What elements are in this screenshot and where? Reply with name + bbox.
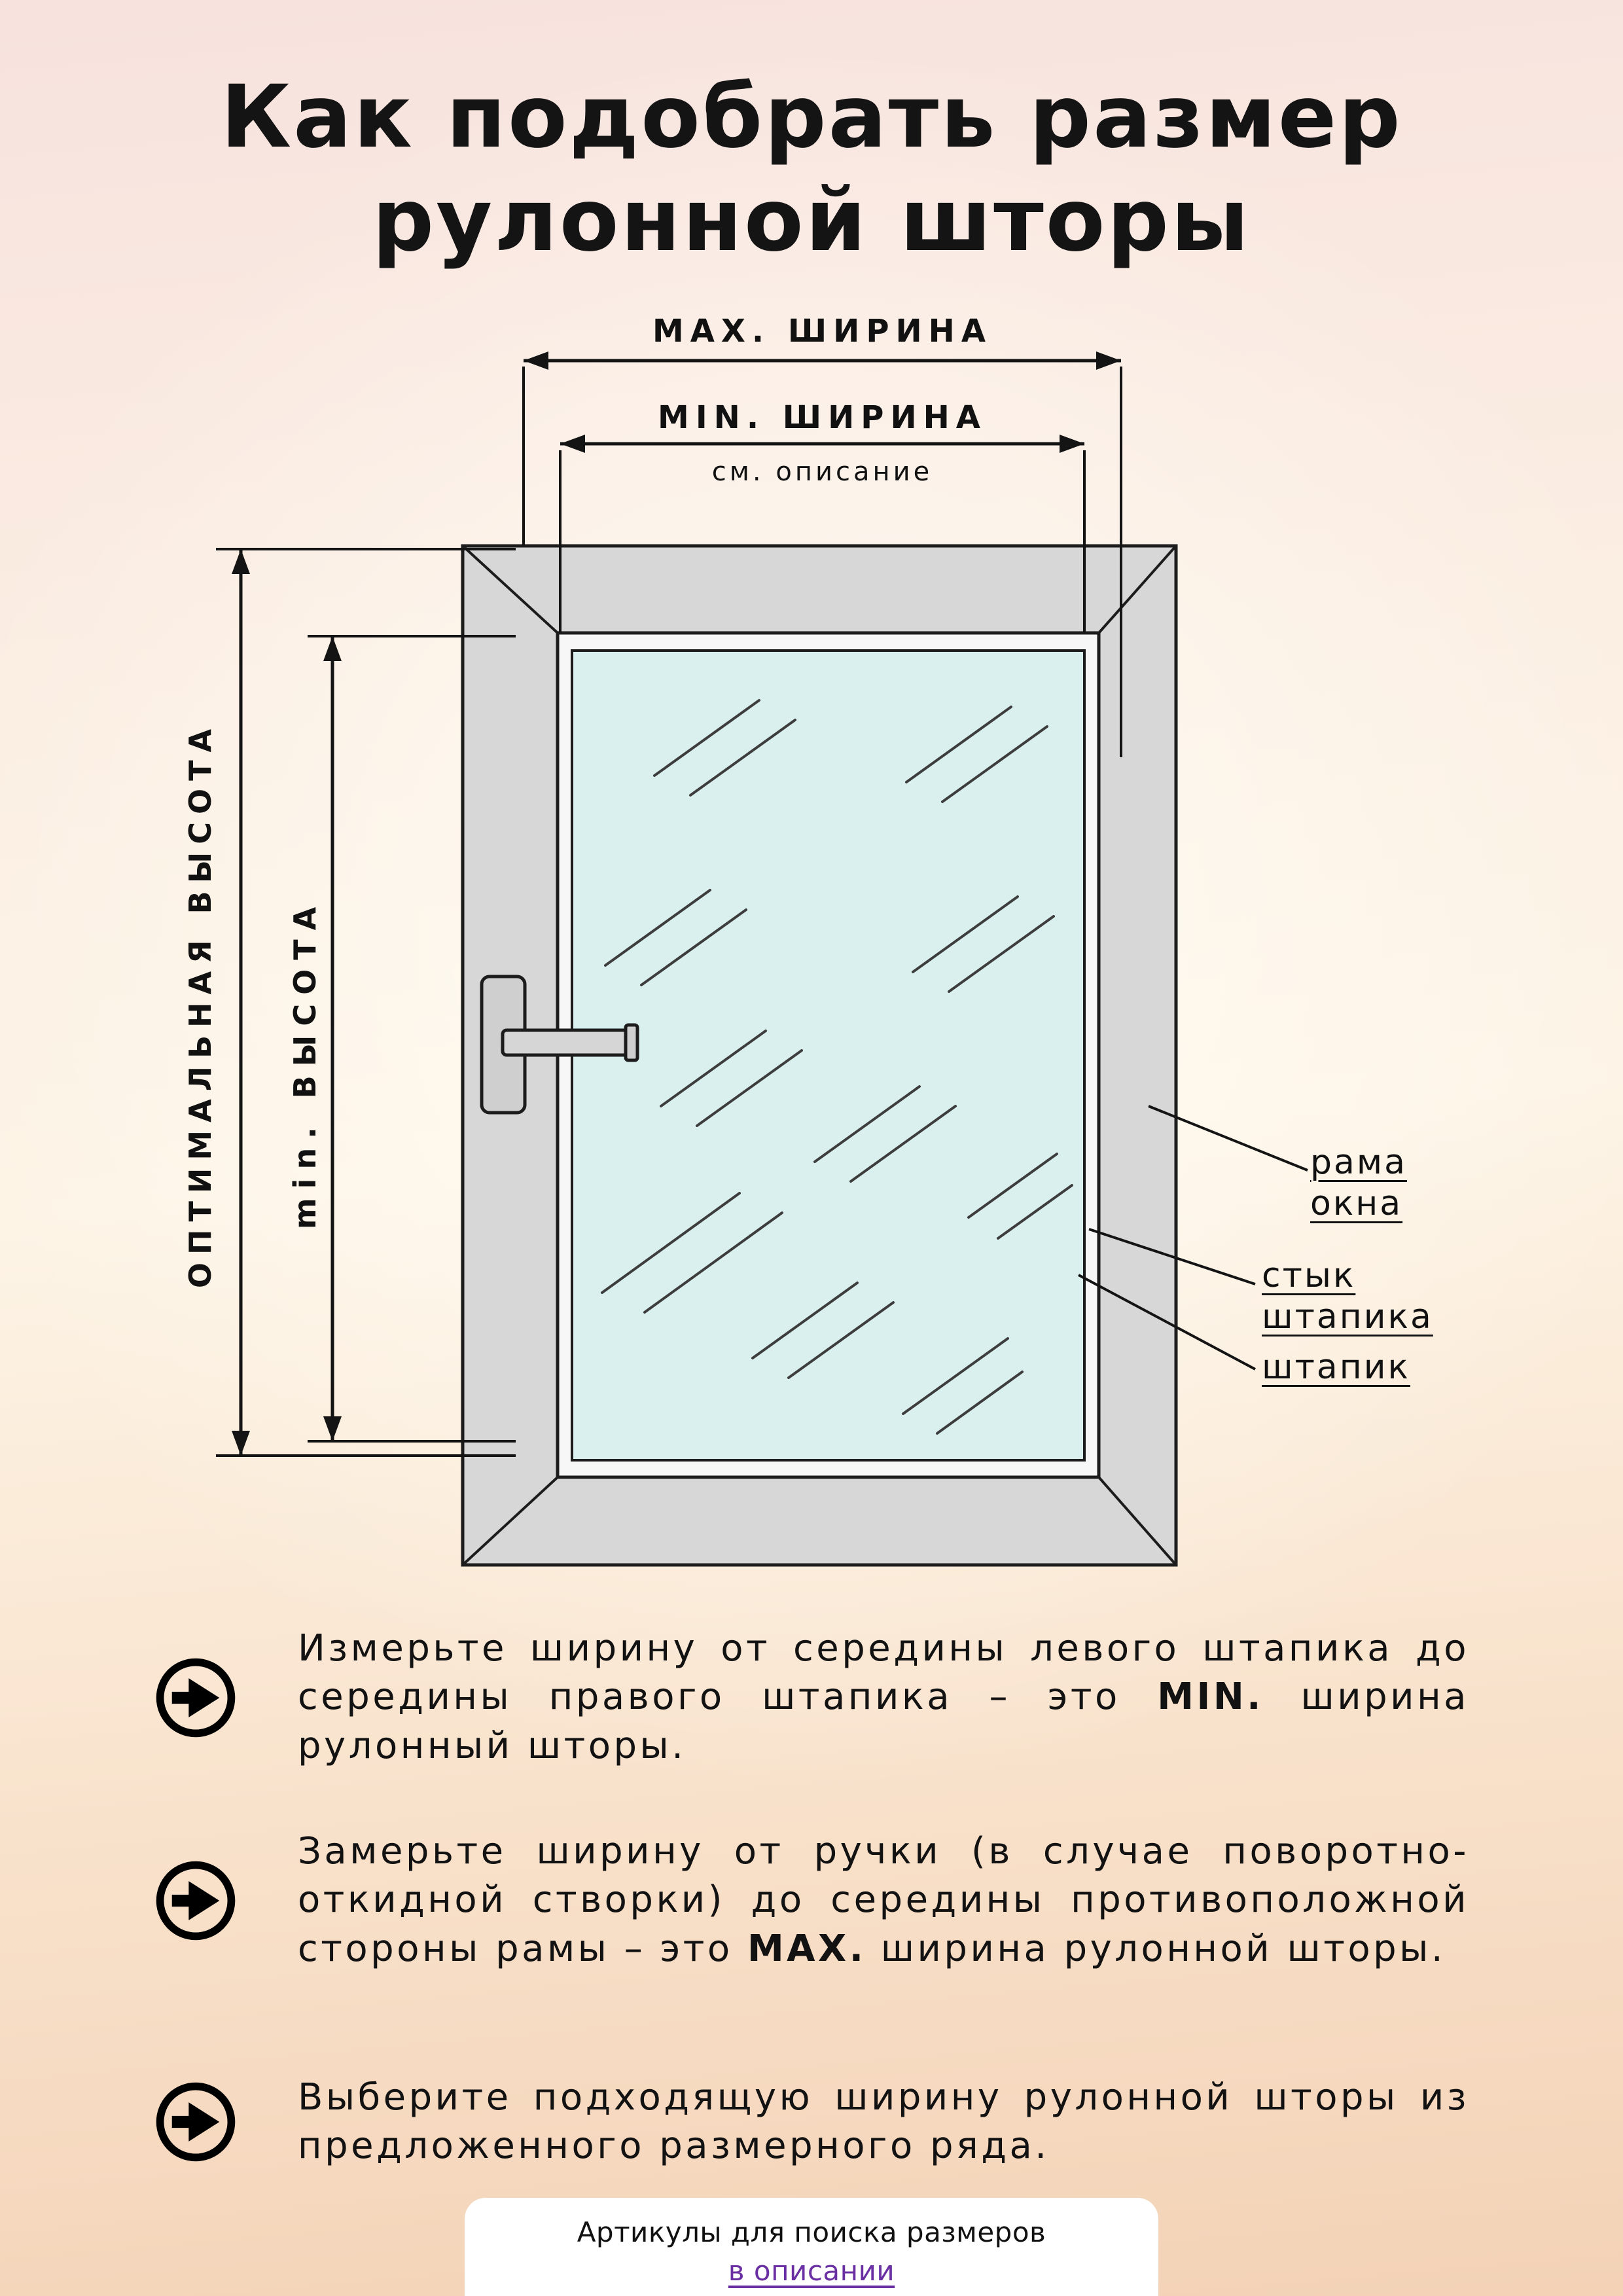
arrow-circle-icon xyxy=(156,1658,236,1737)
window-drawing xyxy=(461,544,1178,1567)
instruction-item-1: Измерьте ширину от середины левого штапи… xyxy=(154,1624,1469,1770)
instruction-text-1: Измерьте ширину от середины левого штапи… xyxy=(298,1627,1469,1767)
instruction-item-2: Замерьте ширину от ручки (в случае повор… xyxy=(154,1827,1469,1973)
max-width-label: MAX. ШИРИНА xyxy=(652,313,992,350)
footer-text: Артикулы для поиска размеров xyxy=(577,2216,1046,2248)
page-title-line2: рулонной шторы xyxy=(372,170,1251,272)
arrow-circle-icon xyxy=(156,2083,236,2162)
page-title: Как подобрать размер рулонной шторы xyxy=(0,65,1623,273)
arrow-circle-icon xyxy=(156,1861,236,1940)
window-handle xyxy=(480,975,639,1115)
see-description-label: см. описание xyxy=(711,457,933,487)
min-width-label: MIN. ШИРИНА xyxy=(658,399,987,436)
min-height-label: min. ВЫСОТА xyxy=(287,897,323,1230)
bead-label: штапик xyxy=(1262,1348,1410,1387)
instruction-text-2: Замерьте ширину от ручки (в случае повор… xyxy=(298,1830,1469,1970)
instruction-text-3: Выберите подходящую ширину рулонной штор… xyxy=(298,2076,1469,2168)
description-link[interactable]: в описании xyxy=(728,2255,895,2287)
optimal-height-label: ОПТИМАЛЬНАЯ ВЫСОТА xyxy=(183,721,218,1289)
instruction-item-3: Выберите подходящую ширину рулонной штор… xyxy=(154,2073,1469,2171)
window-glass xyxy=(571,649,1086,1462)
bead-joint-label: стык штапика xyxy=(1262,1256,1433,1337)
frame-bevel-lines xyxy=(461,545,1177,1566)
page-title-line1: Как подобрать размер xyxy=(221,67,1402,168)
part-pointer-lines xyxy=(1078,1105,1308,1371)
glass-reflection-lines xyxy=(601,699,1073,1435)
frame-label: рама окна xyxy=(1310,1143,1407,1224)
dimension-lines xyxy=(216,351,1122,1457)
footer-panel: Артикулы для поиска размеров в описании xyxy=(465,2198,1158,2296)
